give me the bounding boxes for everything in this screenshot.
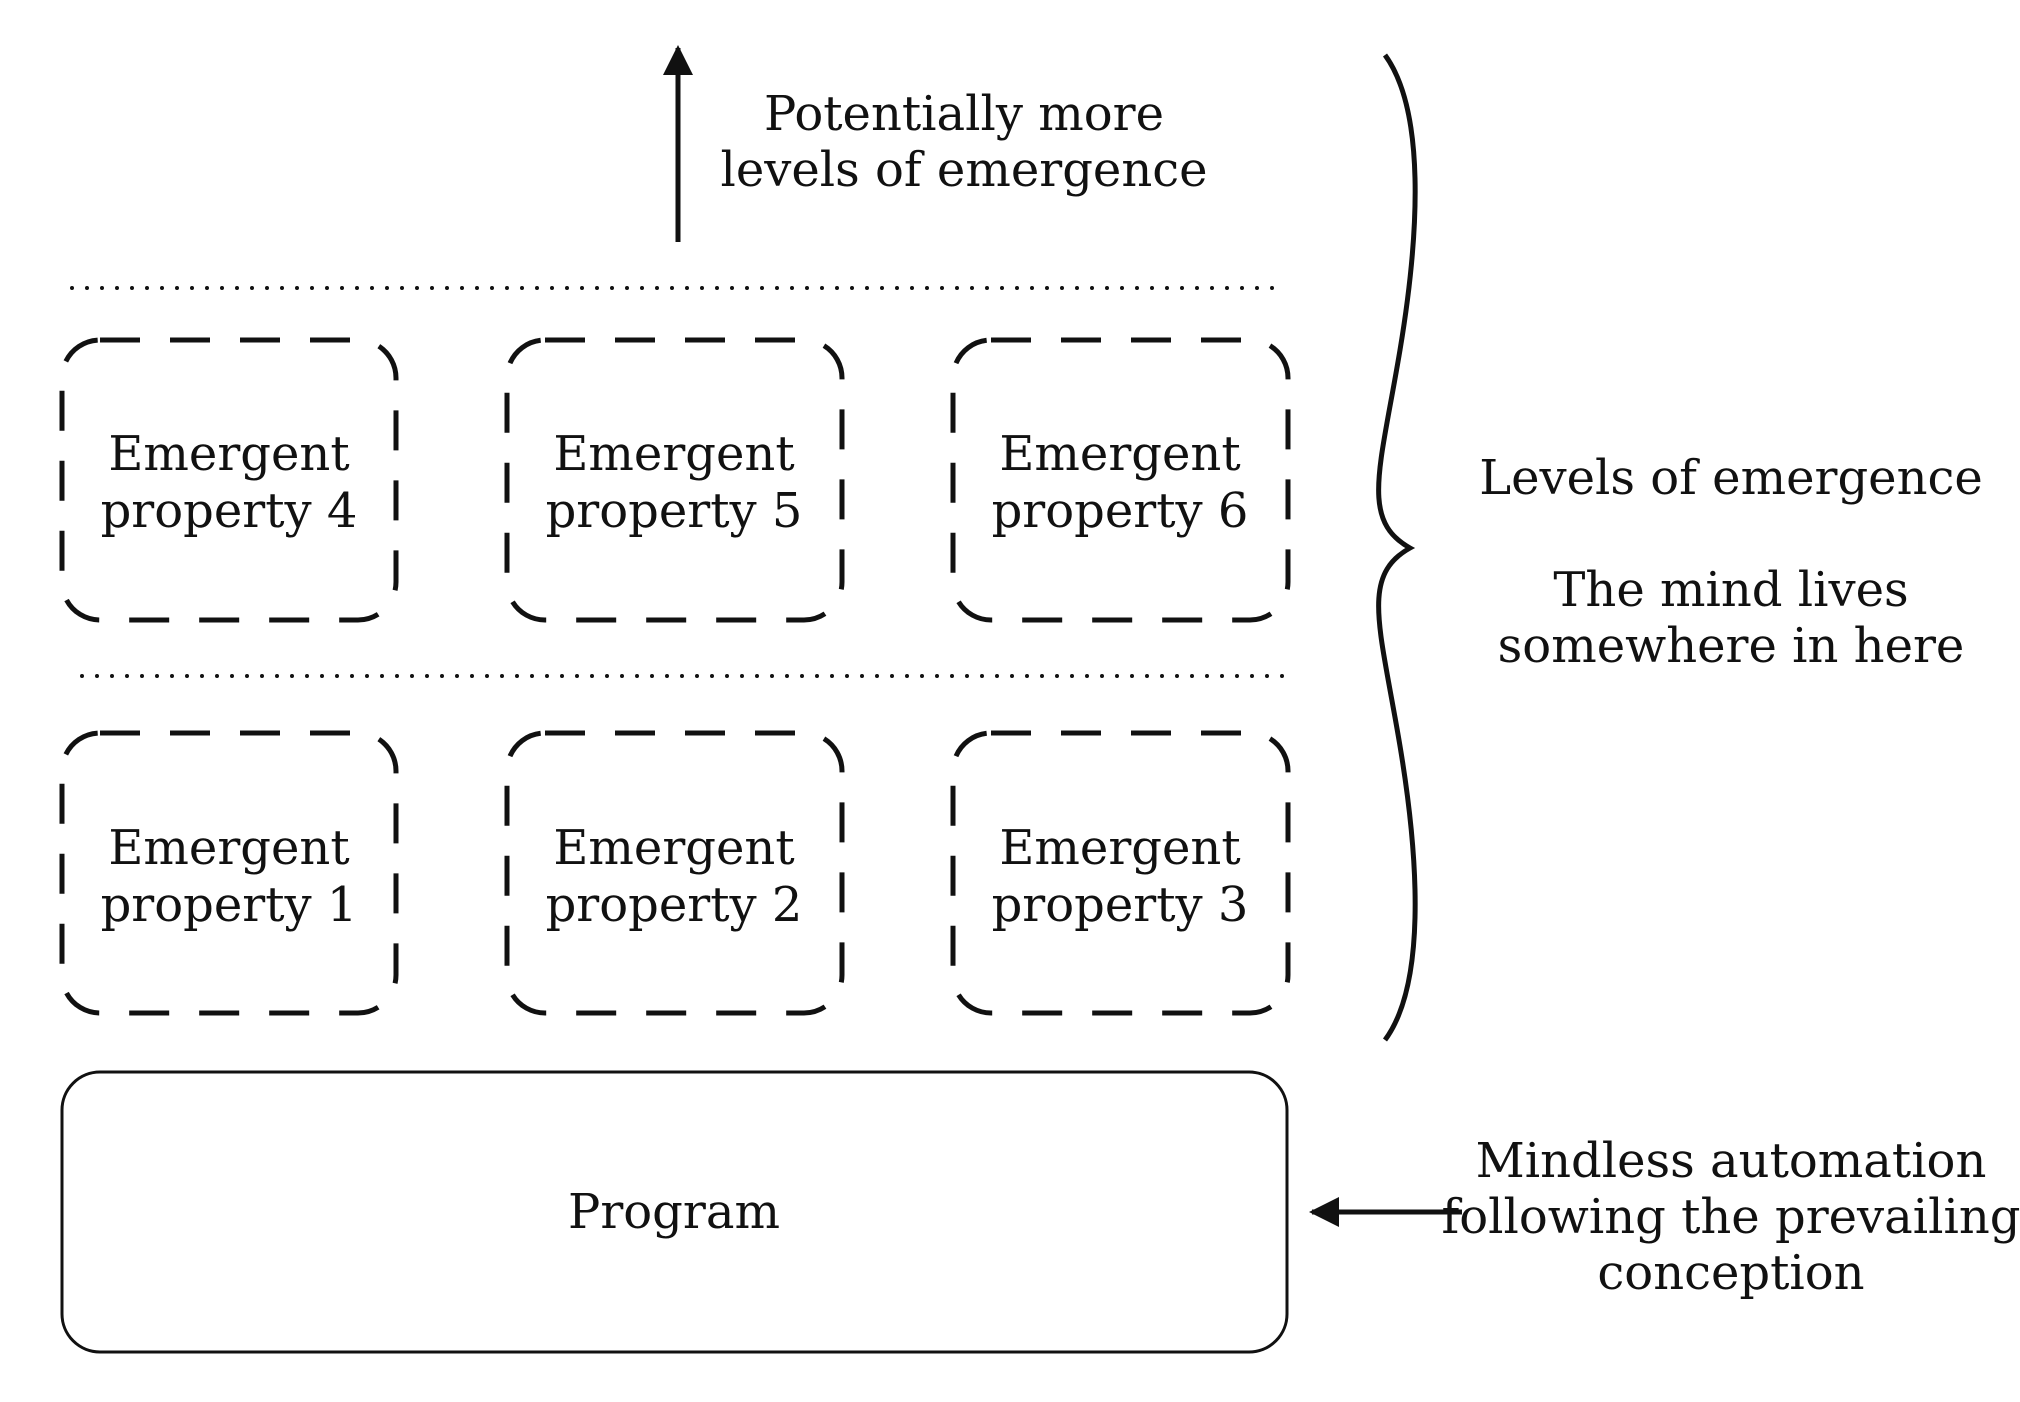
emergent-property-1-line-1: Emergent [108, 820, 349, 876]
program-note-line-2: following the prevailing [1442, 1189, 2020, 1245]
emergent-property-6-line-1: Emergent [999, 426, 1240, 482]
emergent-property-2-line-2: property 2 [546, 877, 803, 933]
emergent-property-4-line-2: property 4 [101, 483, 358, 539]
program-note-line-3: conception [1597, 1245, 1864, 1301]
emergent-property-6-box [950, 337, 1291, 623]
program-note-line-1: Mindless automation [1476, 1133, 1987, 1189]
emergent-property-3-box [950, 730, 1291, 1016]
emergent-property-1-line-2: property 1 [101, 877, 358, 933]
brace-note-line-2: somewhere in here [1498, 618, 1965, 674]
program-box [60, 1070, 1289, 1354]
emergent-property-3-line-2: property 3 [992, 877, 1249, 933]
emergent-property-5-line-1: Emergent [553, 426, 794, 482]
top-note-line-1: Potentially more [764, 86, 1164, 142]
emergent-property-2-box [504, 730, 845, 1016]
emergent-property-4-line-1: Emergent [108, 426, 349, 482]
program-label: Program [568, 1184, 780, 1240]
emergence-curly-brace [1376, 53, 1418, 1042]
emergent-property-6-line-2: property 6 [992, 483, 1249, 539]
emergent-property-2-line-1: Emergent [553, 820, 794, 876]
top-note-line-2: levels of emergence [720, 142, 1207, 198]
emergent-property-1-box [59, 730, 399, 1016]
emergent-property-3-line-1: Emergent [999, 820, 1240, 876]
brace-note-line-1: The mind lives [1553, 562, 1908, 618]
emergent-property-5-box [504, 337, 845, 623]
emergent-property-4-box [59, 337, 399, 623]
brace-note-title: Levels of emergence [1479, 450, 1983, 506]
emergent-property-5-line-2: property 5 [546, 483, 803, 539]
